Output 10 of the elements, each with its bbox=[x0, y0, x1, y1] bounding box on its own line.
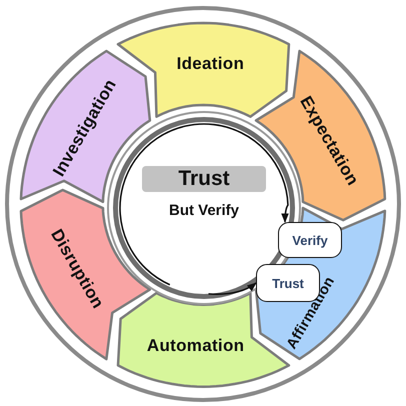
segment-label: Ideation bbox=[176, 54, 244, 74]
segment-label: Automation bbox=[146, 336, 244, 356]
chevron-segment bbox=[118, 293, 288, 387]
chevron-segment bbox=[256, 50, 385, 220]
chevron-segment bbox=[118, 23, 288, 117]
title-banner: Trust bbox=[142, 166, 266, 192]
chevron-segment bbox=[21, 50, 150, 202]
subtitle: But Verify bbox=[168, 202, 240, 219]
curved-arrow bbox=[119, 123, 289, 286]
curved-arrow bbox=[208, 282, 257, 295]
